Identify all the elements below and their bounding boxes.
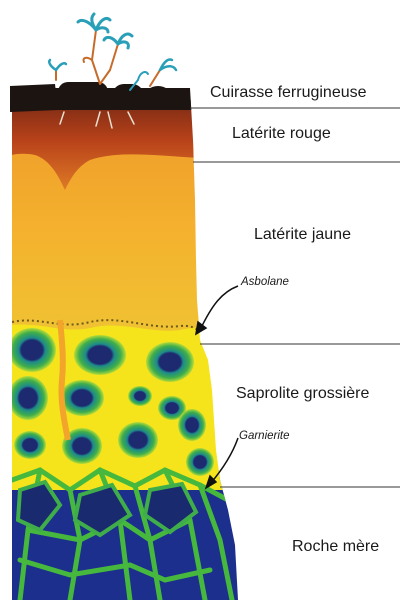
crust-blocks (10, 82, 183, 112)
layer-label-saprolite: Saprolite grossière (236, 385, 369, 403)
layer-label-cuirasse: Cuirasse ferrugineuse (210, 84, 367, 102)
profile-column (0, 88, 260, 603)
layer-label-laterite-rouge: Latérite rouge (232, 125, 331, 143)
yellow-laterite-layer (0, 140, 260, 331)
layer-label-laterite-jaune: Latérite jaune (254, 226, 351, 244)
layer-label-roche-mere: Roche mère (292, 538, 379, 556)
callout-label-asbolane: Asbolane (241, 276, 289, 288)
callout-label-garnierite: Garnierite (239, 430, 290, 442)
